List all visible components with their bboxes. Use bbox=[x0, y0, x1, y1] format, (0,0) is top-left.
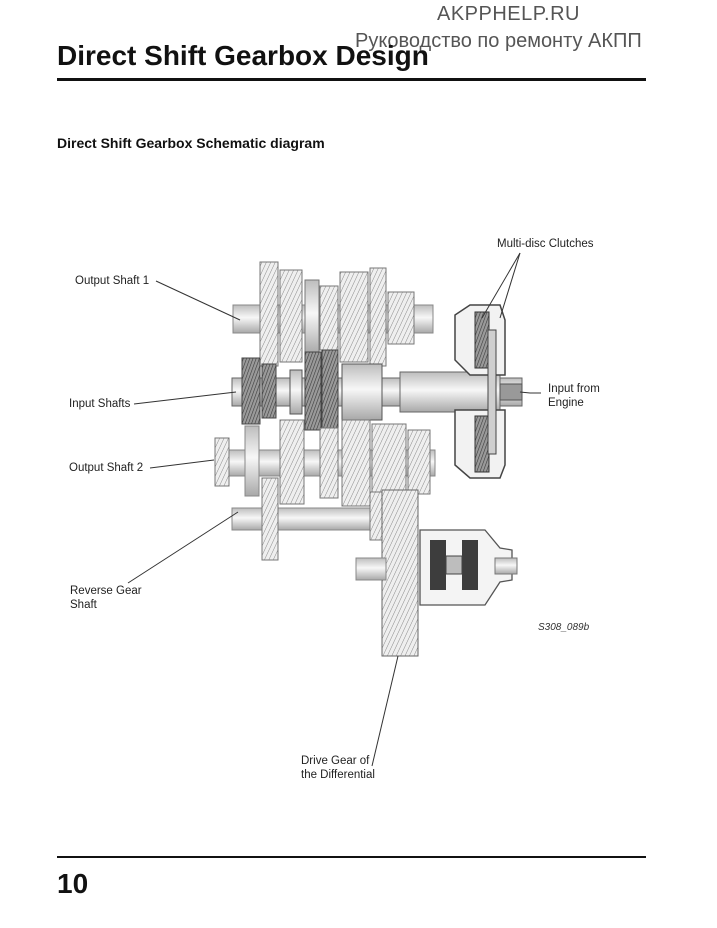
footer-rule bbox=[57, 856, 646, 858]
leader-lines bbox=[127, 252, 541, 767]
differential-drive-gear bbox=[355, 489, 419, 657]
label-reverse-gear-shaft: Reverse Gear Shaft bbox=[70, 584, 142, 612]
watermark-caption: Руководство по ремонту АКПП bbox=[355, 30, 642, 52]
label-input-from-engine-line2: Engine bbox=[548, 397, 584, 409]
output-shaft-1-assembly bbox=[232, 261, 434, 367]
output-shaft-2-assembly bbox=[214, 419, 436, 507]
label-output-shaft-1: Output Shaft 1 bbox=[75, 275, 150, 287]
label-input-from-engine: Input from Engine bbox=[548, 382, 600, 410]
page-title: Direct Shift Gearbox Design bbox=[57, 40, 429, 71]
label-drive-gear-line2: the Differential bbox=[301, 769, 375, 781]
differential-housing bbox=[419, 529, 518, 606]
section-subtitle: Direct Shift Gearbox Schematic diagram bbox=[57, 135, 325, 151]
label-reverse-gear-line2: Shaft bbox=[70, 599, 97, 611]
label-drive-gear-differential: Drive Gear of the Differential bbox=[301, 754, 375, 782]
header-rule bbox=[57, 78, 646, 81]
label-multi-disc-clutches: Multi-disc Clutches bbox=[497, 238, 594, 250]
clutch-housing bbox=[454, 304, 506, 479]
label-reverse-gear-line1: Reverse Gear bbox=[70, 585, 142, 597]
page-number: 10 bbox=[57, 868, 89, 899]
label-input-from-engine-line1: Input from bbox=[548, 383, 600, 395]
figure-code: S308_089b bbox=[538, 622, 590, 633]
label-input-shafts: Input Shafts bbox=[69, 398, 131, 410]
label-output-shaft-2: Output Shaft 2 bbox=[69, 462, 144, 474]
label-drive-gear-line1: Drive Gear of bbox=[301, 755, 370, 767]
watermark-site: AKPPHELP.RU bbox=[437, 3, 580, 25]
input-shafts-assembly bbox=[231, 349, 523, 433]
